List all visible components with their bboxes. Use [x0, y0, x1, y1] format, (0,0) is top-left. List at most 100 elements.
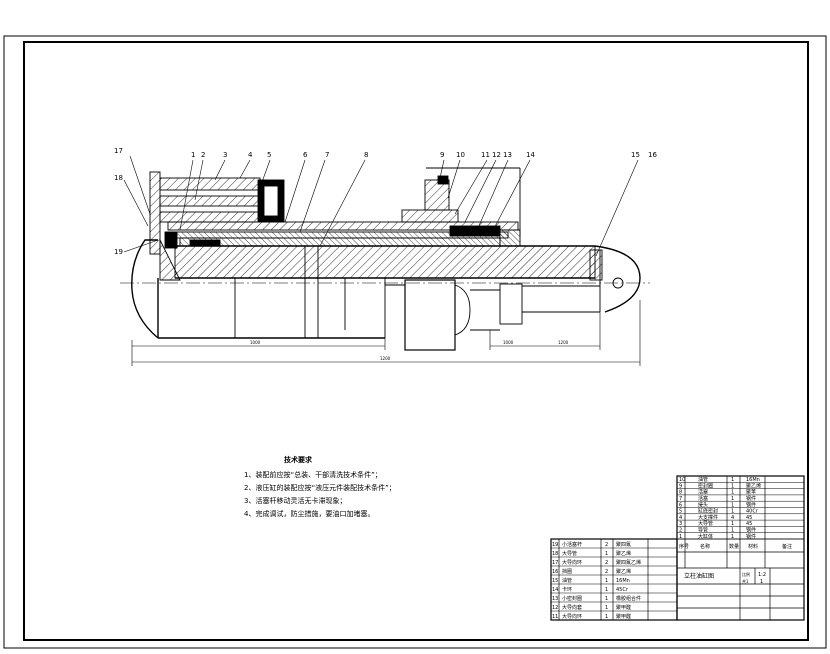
title-block-scale-label: 比例	[742, 571, 750, 577]
table-row-name: 小密封圈	[562, 595, 582, 602]
table-row-no: 3	[679, 521, 682, 527]
note-line-1: 1、装配前应按“总装、干部清洗技术条件”；	[244, 471, 382, 479]
title-block-title: 立柱油缸图	[684, 572, 714, 580]
table-row-no: 8	[679, 490, 682, 496]
dim-label-2: 1200	[380, 356, 391, 361]
table-row-qty: 1	[605, 614, 608, 620]
table-row-mat: 橡胶组合件	[616, 595, 641, 602]
dim-label-3: 1000	[503, 340, 514, 345]
table-row-no: 19	[552, 542, 558, 548]
table-row-mat: 45Cr	[616, 587, 629, 593]
table-row-qty: 1	[731, 490, 734, 496]
leader-lines	[123, 155, 639, 257]
table-row-mat: 钢件	[746, 533, 756, 540]
balloon-5: 5	[267, 151, 271, 159]
table-row-name: 大导管	[562, 550, 577, 557]
table-row-qty: 1	[605, 551, 608, 557]
outer-frame	[3, 35, 827, 649]
table-row-name: 挡圈	[562, 568, 572, 575]
dim-label-1: 1000	[250, 340, 261, 345]
table-row-mat: 聚四氟乙烯	[616, 559, 641, 566]
table-row-no: 11	[552, 614, 558, 620]
table-row-mat: 聚甲醛	[616, 613, 631, 620]
table-row-qty: 1	[605, 596, 608, 602]
table-row-qty: 1	[605, 578, 608, 584]
table-row-no: 2	[679, 528, 682, 534]
table-row-no: 5	[679, 509, 682, 515]
table-header-qty: 数量	[729, 543, 739, 550]
table-header-note: 备注	[782, 543, 792, 550]
table-header-no: 序号	[679, 543, 689, 550]
balloon-2: 2	[201, 151, 205, 159]
table-row-mat: 聚乙烯	[746, 482, 761, 489]
table-row-qty: 1	[731, 496, 734, 502]
table-row-qty: 1	[731, 521, 734, 527]
table-row-mat: 45	[746, 515, 752, 521]
inner-frame	[23, 41, 809, 641]
table-row-qty: 4	[731, 515, 734, 521]
table-row-no: 18	[552, 551, 558, 557]
table-row-no: 4	[679, 515, 682, 521]
balloon-1: 1	[191, 151, 195, 159]
table-row-no: 17	[552, 560, 558, 566]
balloon-13: 13	[503, 151, 512, 159]
table-row-qty: 1	[731, 502, 734, 508]
table-row-mat: 40Cr	[746, 509, 759, 515]
table-row-qty: 1	[731, 483, 734, 489]
balloon-labels: 17 18 19 1 2 3 4 5 6 7 8 9 10 11 12 13 1…	[114, 147, 657, 256]
balloon-3: 3	[223, 151, 227, 159]
note-line-4: 4、完成调试，防尘措施，要油口加堵塞。	[244, 510, 375, 518]
table-row-name: 大导向套	[562, 604, 582, 611]
table-row-mat: 45	[746, 521, 752, 527]
balloon-10: 10	[456, 151, 465, 159]
table-row-qty: 2	[605, 542, 608, 548]
table-row-qty: 1	[731, 509, 734, 515]
dim-label-4: 1200	[558, 340, 569, 345]
table-row-name: 油管	[562, 577, 572, 584]
notes-title: 技术要求	[284, 456, 312, 464]
cylinder-assembly	[120, 167, 650, 351]
table-row-name: 大导向环	[562, 559, 582, 566]
table-row-qty: 2	[605, 569, 608, 575]
table-row-qty: 2	[605, 560, 608, 566]
table-row-mat: 钢件	[746, 527, 756, 534]
table-row-mat: 钢件	[746, 495, 756, 502]
parts-table-left	[550, 538, 678, 621]
table-row-mat: 钢件	[746, 501, 756, 508]
table-row-no: 12	[552, 605, 558, 611]
balloon-16: 16	[648, 151, 657, 159]
note-line-2: 2、液压缸的装配应按“液压元件装配技术条件”；	[244, 484, 396, 492]
balloon-7: 7	[325, 151, 329, 159]
balloon-9: 9	[440, 151, 444, 159]
table-row-mat: 聚乙烯	[616, 550, 631, 557]
table-row-mat: 聚甲醛	[616, 604, 631, 611]
table-row-no: 16	[552, 569, 558, 575]
table-row-name: 活塞	[698, 495, 708, 502]
table-row-mat: 16Mn	[616, 578, 630, 584]
table-row-name: 大导管	[698, 520, 713, 527]
table-row-name: 大导向环	[562, 613, 582, 620]
balloon-19: 19	[114, 248, 123, 256]
table-row-no: 9	[679, 483, 682, 489]
table-row-name: 油管	[698, 476, 708, 483]
title-block-sheet-value: 1	[760, 579, 763, 585]
title-block-scale-value: 1:2	[758, 572, 766, 578]
table-row-no: 13	[552, 596, 558, 602]
table-row-mat: 聚乙烯	[616, 568, 631, 575]
title-block-sheet-label: 共1	[742, 578, 749, 584]
balloon-11: 11	[481, 151, 490, 159]
table-row-name: 接头	[698, 501, 708, 508]
table-row-name: 大缸体	[698, 533, 713, 540]
balloon-15: 15	[631, 151, 640, 159]
table-row-no: 7	[679, 496, 682, 502]
table-row-no: 14	[552, 587, 558, 593]
table-row-qty: 1	[605, 605, 608, 611]
balloon-12: 12	[492, 151, 501, 159]
balloon-6: 6	[303, 151, 308, 159]
table-row-name: 缸底密封	[698, 508, 718, 515]
balloon-8: 8	[364, 151, 368, 159]
note-line-3: 3、活塞杆移动灵活无卡滞现象；	[244, 497, 347, 505]
table-row-no: 6	[679, 502, 682, 508]
